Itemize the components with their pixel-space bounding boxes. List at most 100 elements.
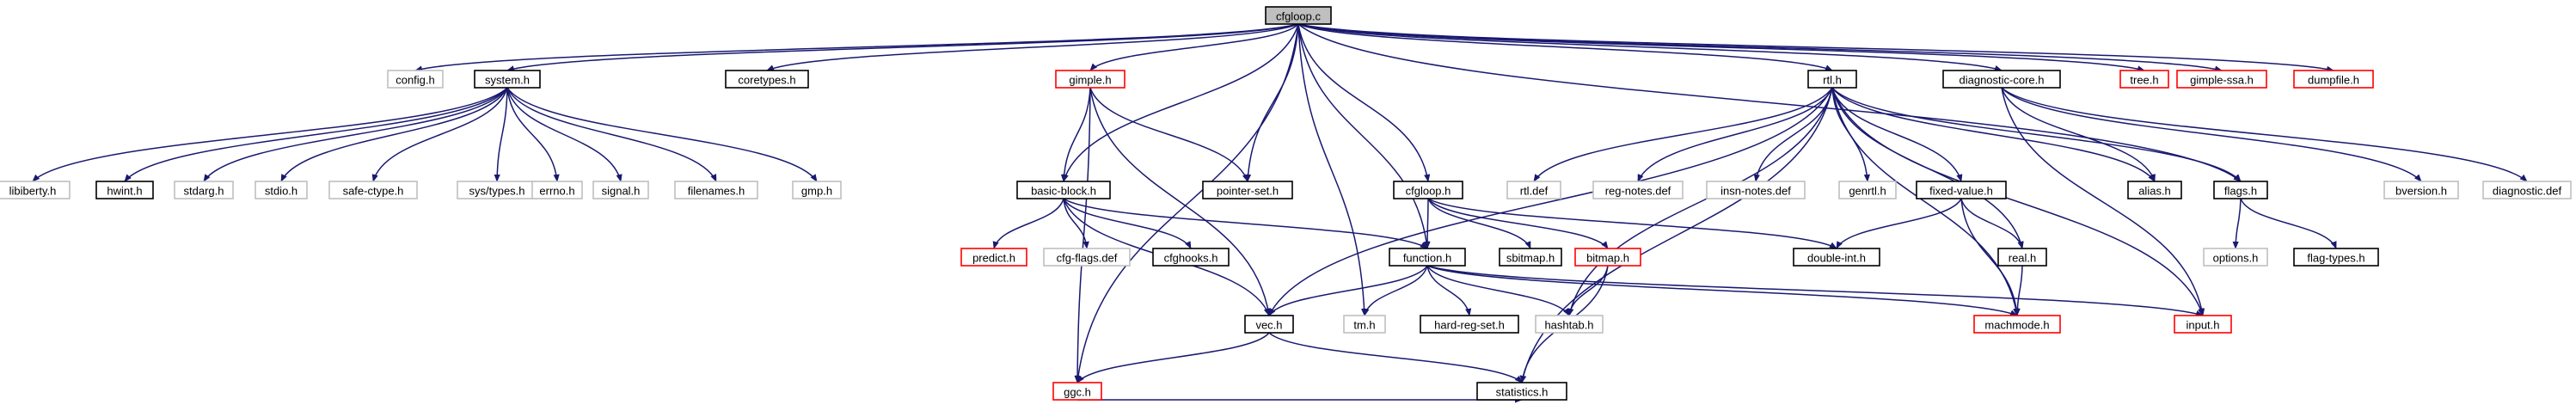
node-label: signal.h bbox=[602, 185, 641, 198]
node-machmode-h[interactable]: machmode.h bbox=[1973, 315, 2061, 334]
node-label: ggc.h bbox=[1064, 386, 1091, 399]
node-label: flags.h bbox=[2224, 185, 2257, 198]
node-box bbox=[1706, 181, 1806, 199]
edge-rtl_h-to-flags_h bbox=[1831, 87, 2242, 182]
node-label: basic-block.h bbox=[1031, 185, 1096, 198]
node-basic-block-h[interactable]: basic-block.h bbox=[1016, 181, 1111, 199]
node-hard-reg-set-h[interactable]: hard-reg-set.h bbox=[1420, 315, 1519, 334]
node-box bbox=[1793, 248, 1880, 267]
node-function-h[interactable]: function.h bbox=[1389, 248, 1466, 267]
node-box bbox=[2176, 70, 2267, 89]
node-box bbox=[2482, 181, 2572, 199]
node-box bbox=[255, 181, 308, 199]
node-tree-h[interactable]: tree.h bbox=[2119, 70, 2169, 89]
node-flag-types-h[interactable]: flag-types.h bbox=[2293, 248, 2379, 267]
node-config-h[interactable]: config.h bbox=[387, 70, 444, 89]
node-diagnostic-core-h[interactable]: diagnostic-core.h bbox=[1942, 70, 2061, 89]
node-box bbox=[1476, 382, 1567, 401]
node-label: cfghooks.h bbox=[1164, 252, 1218, 265]
node-box bbox=[328, 181, 418, 199]
node-stdarg-h[interactable]: stdarg.h bbox=[174, 181, 234, 199]
node-insn-notes-def[interactable]: insn-notes.def bbox=[1706, 181, 1806, 199]
node-label: diagnostic-core.h bbox=[1960, 74, 2045, 87]
node-filenames-h[interactable]: filenames.h bbox=[674, 181, 758, 199]
edge-gimple_h-to-pointer_set_h bbox=[1089, 87, 1248, 182]
node-pointer-set-h[interactable]: pointer-set.h bbox=[1202, 181, 1293, 199]
node-tm-h[interactable]: tm.h bbox=[1343, 315, 1386, 334]
edge-cfgloop_c-to-gimple_ssa_h bbox=[1297, 23, 2223, 72]
node-cfgloop-h[interactable]: cfgloop.h bbox=[1393, 181, 1463, 199]
node-label: predict.h bbox=[972, 252, 1015, 265]
node-box bbox=[1389, 248, 1466, 267]
edge-diagnostic_core_h-to-input_h bbox=[2001, 87, 2205, 316]
node-box bbox=[1807, 70, 1857, 89]
node-hashtab-h[interactable]: hashtab.h bbox=[1535, 315, 1604, 334]
node-label: cfgloop.h bbox=[1406, 185, 1451, 198]
node-box bbox=[1016, 181, 1111, 199]
node-sbitmap-h[interactable]: sbitmap.h bbox=[1499, 248, 1562, 267]
edge-cfgloop_c-to-system_h bbox=[506, 23, 1299, 72]
node-input-h[interactable]: input.h bbox=[2174, 315, 2232, 334]
node-errno-h[interactable]: errno.h bbox=[531, 181, 583, 199]
node-cfg-flags-def[interactable]: cfg-flags.def bbox=[1043, 248, 1131, 267]
node-label: double-int.h bbox=[1807, 252, 1866, 265]
node-real-h[interactable]: real.h bbox=[1997, 248, 2047, 267]
node-libiberty-h[interactable]: libiberty.h bbox=[0, 181, 71, 199]
node-gimple-ssa-h[interactable]: gimple-ssa.h bbox=[2176, 70, 2267, 89]
edge-gimple_h-to-basic_block_h bbox=[1060, 87, 1091, 182]
edge-rtl_h-to-fixed_value_h bbox=[1831, 87, 1963, 182]
node-box bbox=[2383, 181, 2459, 199]
node-box bbox=[592, 181, 649, 199]
node-bitmap-h[interactable]: bitmap.h bbox=[1574, 248, 1641, 267]
edge-cfgloop_c-to-dumpfile_h bbox=[1297, 23, 2334, 72]
node-safe-ctype-h[interactable]: safe-ctype.h bbox=[328, 181, 418, 199]
node-cfghooks-h[interactable]: cfghooks.h bbox=[1152, 248, 1230, 267]
node-box bbox=[1942, 70, 2061, 89]
edge-system_h-to-signal_h bbox=[506, 87, 623, 182]
edge-function_h-to-input_h bbox=[1426, 265, 2204, 316]
node-reg-notes-def[interactable]: reg-notes.def bbox=[1592, 181, 1684, 199]
node-label: config.h bbox=[396, 74, 435, 87]
node-label: sbitmap.h bbox=[1506, 252, 1555, 265]
node-vec-h[interactable]: vec.h bbox=[1244, 315, 1294, 334]
edge-gimple_h-to-vec_h bbox=[1089, 87, 1272, 316]
node-label: bitmap.h bbox=[1586, 252, 1629, 265]
node-gmp-h[interactable]: gmp.h bbox=[792, 181, 842, 199]
node-stdio-h[interactable]: stdio.h bbox=[255, 181, 308, 199]
edge-system_h-to-errno_h bbox=[506, 87, 560, 182]
node-coretypes-h[interactable]: coretypes.h bbox=[725, 70, 809, 89]
node-gimple-h[interactable]: gimple.h bbox=[1055, 70, 1125, 89]
node-signal-h[interactable]: signal.h bbox=[592, 181, 649, 199]
node-statistics-h[interactable]: statistics.h bbox=[1476, 382, 1567, 401]
edges-layer bbox=[32, 23, 2528, 403]
node-genrtl-h[interactable]: genrtl.h bbox=[1838, 181, 1897, 199]
node-hwint-h[interactable]: hwint.h bbox=[95, 181, 154, 199]
node-flags-h[interactable]: flags.h bbox=[2213, 181, 2268, 199]
node-double-int-h[interactable]: double-int.h bbox=[1793, 248, 1880, 267]
node-options-h[interactable]: options.h bbox=[2203, 248, 2268, 267]
node-label: cfgloop.c bbox=[1276, 10, 1322, 23]
node-system-h[interactable]: system.h bbox=[474, 70, 541, 89]
node-predict-h[interactable]: predict.h bbox=[960, 248, 1027, 267]
node-box bbox=[1052, 382, 1102, 401]
node-bversion-h[interactable]: bversion.h bbox=[2383, 181, 2459, 199]
node-label: options.h bbox=[2213, 252, 2259, 265]
node-label: hwint.h bbox=[107, 185, 142, 198]
node-cfgloop-c[interactable]: cfgloop.c bbox=[1265, 6, 1332, 25]
edge-rtl_h-to-rtl_def bbox=[1533, 87, 1833, 182]
node-dumpfile-h[interactable]: dumpfile.h bbox=[2293, 70, 2374, 89]
node-sys-types-h[interactable]: sys/types.h bbox=[457, 181, 537, 199]
edge-diagnostic_core_h-to-bversion_h bbox=[2001, 87, 2422, 182]
edge-cfgloop_c-to-pointer_set_h bbox=[1244, 23, 1299, 182]
edge-basic_block_h-to-cfg_flags_def bbox=[1063, 198, 1089, 249]
node-rtl-h[interactable]: rtl.h bbox=[1807, 70, 1857, 89]
node-box bbox=[1043, 248, 1131, 267]
node-alias-h[interactable]: alias.h bbox=[2127, 181, 2182, 199]
node-ggc-h[interactable]: ggc.h bbox=[1052, 382, 1102, 401]
node-rtl-def[interactable]: rtl.def bbox=[1506, 181, 1561, 199]
node-box bbox=[474, 70, 541, 89]
node-diagnostic-def[interactable]: diagnostic.def bbox=[2482, 181, 2572, 199]
node-label: dumpfile.h bbox=[2308, 74, 2359, 87]
node-fixed-value-h[interactable]: fixed-value.h bbox=[1916, 181, 2007, 199]
